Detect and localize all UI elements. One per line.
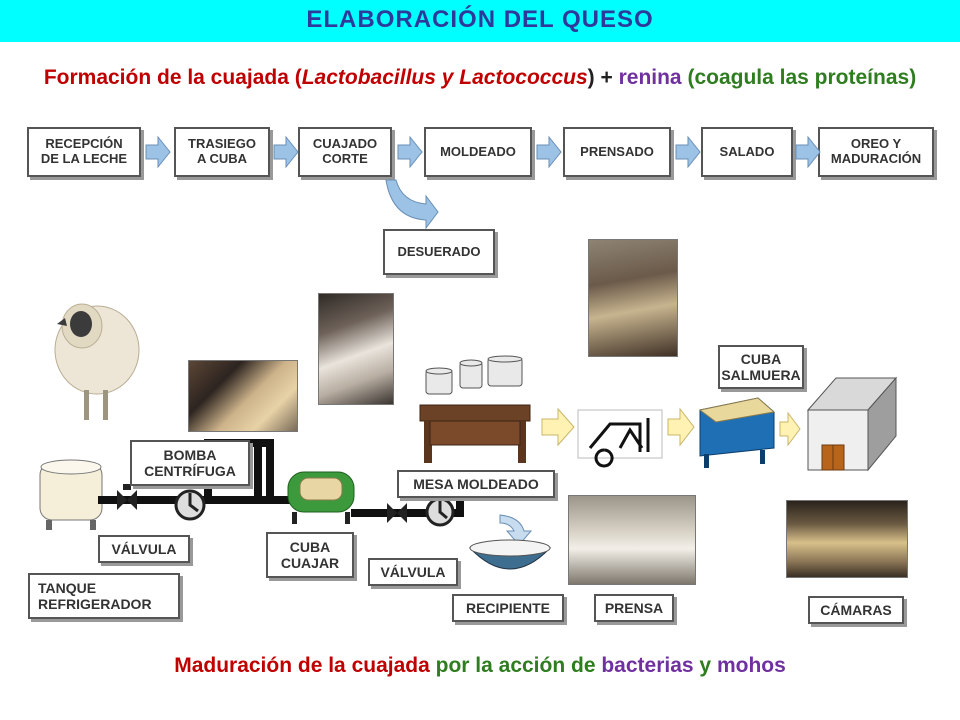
- subtitle-bacteria: Lactobacillus y Lactococcus: [301, 66, 588, 89]
- label-cuba-salmuera-line1: CUBA: [740, 350, 782, 367]
- label-cuba-cuajar-line2: CUAJAR: [280, 555, 340, 571]
- label-valvula-1: VÁLVULA: [98, 535, 190, 563]
- press-photo: [568, 495, 696, 585]
- label-prensa: PRENSA: [594, 594, 674, 622]
- footer: Maduración de la cuajada por la acción d…: [0, 654, 960, 678]
- title-banner: [0, 0, 960, 42]
- curd-photo: [188, 360, 298, 432]
- aging-cheese-photo: [786, 500, 908, 578]
- hands-molding-photo: [318, 293, 394, 405]
- valve-icon: [387, 503, 407, 523]
- yellow-arrow-icon: [779, 411, 801, 447]
- label-camaras: CÁMARAS: [808, 596, 904, 624]
- page-title: ELABORACIÓN DEL QUESO: [306, 6, 654, 33]
- subtitle-part-5: (coagula las proteínas): [681, 66, 917, 89]
- sheep-icon: [54, 303, 140, 420]
- label-valvula-1-text: VÁLVULA: [111, 540, 177, 557]
- subtitle-part-1: Formación de la cuajada (: [43, 66, 302, 89]
- footer-mohos: mohos: [716, 654, 786, 677]
- footer-part-4: y: [693, 654, 717, 677]
- worker-vat-photo: [588, 239, 678, 357]
- curved-arrow-icon: [385, 179, 439, 230]
- label-prensa-text: PRENSA: [604, 599, 664, 616]
- label-camaras-text: CÁMARAS: [820, 601, 892, 618]
- subtitle: Formación de la cuajada (Lactobacillus y…: [0, 66, 960, 90]
- footer-bacterias: bacterias: [601, 654, 694, 677]
- label-valvula-2: VÁLVULA: [368, 558, 458, 586]
- pump-icon: [174, 489, 206, 521]
- flow-arrow-icon: [536, 135, 562, 169]
- label-valvula-2-text: VÁLVULA: [380, 563, 446, 580]
- flow-arrow-icon: [397, 135, 423, 169]
- footer-part-1: Maduración de la cuajada: [174, 654, 430, 677]
- step-oreo-line2: MADURACIÓN: [830, 151, 922, 166]
- flow-arrows: [145, 135, 821, 169]
- step-cuajado-line1: CUAJADO: [312, 136, 378, 152]
- step-trasiego-line2: A CUBA: [196, 151, 248, 166]
- curdling-vat-icon: [287, 471, 355, 524]
- step-prensado: PRENSADO: [563, 127, 671, 177]
- brine-vat-icon: [698, 397, 776, 468]
- label-recipiente: RECIPIENTE: [452, 594, 564, 622]
- step-salado-label: SALADO: [719, 143, 775, 159]
- cheese-mould-icon: [425, 355, 523, 395]
- label-cuba-salmuera-line2: SALMUERA: [721, 367, 801, 383]
- bowl-icon: [468, 539, 552, 570]
- footer-part-2: por la acción de: [429, 654, 602, 677]
- step-moldeado-label: MOLDEADO: [440, 143, 516, 159]
- subtitle-renina: renina: [618, 66, 682, 89]
- flow-arrow-icon: [675, 135, 701, 169]
- label-tanque-line2: REFRIGERADOR: [38, 596, 152, 612]
- flow-arrow-icon: [273, 135, 299, 169]
- yellow-arrow-icon: [541, 407, 575, 447]
- step-desuerado: DESUERADO: [383, 229, 495, 275]
- press-icon: [577, 409, 663, 468]
- label-mesa-moldeado-text: MESA MOLDEADO: [413, 475, 539, 492]
- subtitle-part-3: ) +: [587, 66, 619, 89]
- step-prensado-label: PRENSADO: [580, 143, 654, 159]
- yellow-arrows: [541, 407, 801, 447]
- valve-icon: [117, 484, 137, 510]
- step-salado: SALADO: [701, 127, 793, 177]
- molding-table-icon: [419, 404, 531, 463]
- chamber-building-icon: [806, 376, 898, 472]
- step-desuerado-label: DESUERADO: [397, 243, 481, 259]
- label-recipiente-text: RECIPIENTE: [465, 599, 550, 616]
- pump-icon: [425, 497, 455, 527]
- label-bomba-line2: CENTRÍFUGA: [144, 463, 236, 479]
- storage-tank-icon: [39, 459, 103, 530]
- yellow-arrow-icon: [667, 407, 695, 447]
- curved-arrow-icon: [499, 514, 533, 546]
- flow-arrow-icon: [795, 135, 821, 169]
- step-trasiego-line1: TRASIEGO: [188, 136, 256, 152]
- flow-arrow-icon: [145, 135, 171, 169]
- step-recepcion-line1: RECEPCIÓN: [45, 136, 123, 152]
- step-cuajado-line2: CORTE: [322, 151, 368, 166]
- label-tanque-line1: TANQUE: [38, 579, 97, 596]
- step-oreo-line1: OREO Y: [850, 136, 902, 152]
- step-moldeado: MOLDEADO: [424, 127, 532, 177]
- step-recepcion-line2: DE LA LECHE: [40, 151, 128, 166]
- label-cuba-cuajar-line1: CUBA: [289, 538, 331, 555]
- label-mesa-moldeado: MESA MOLDEADO: [397, 470, 555, 498]
- label-bomba-line1: BOMBA: [163, 446, 217, 463]
